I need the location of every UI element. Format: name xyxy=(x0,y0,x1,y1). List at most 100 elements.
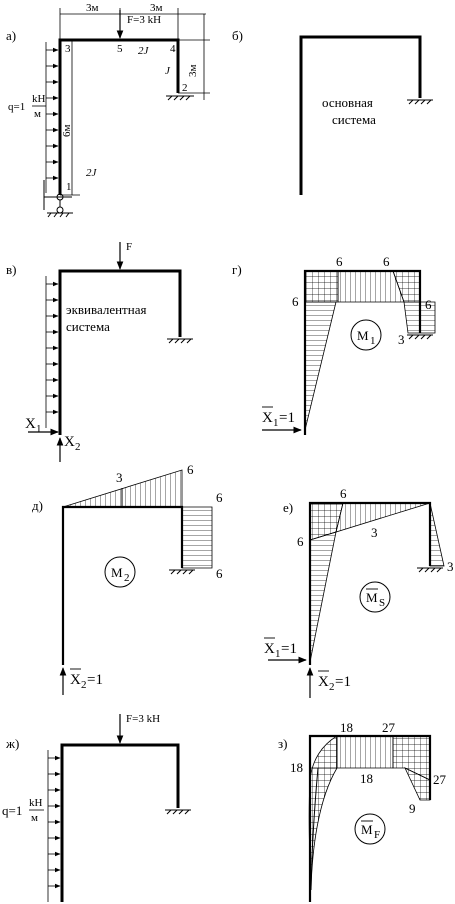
m1-load-sub: 1 xyxy=(273,417,279,429)
diagram-ms-top-left xyxy=(309,502,344,541)
frame-b xyxy=(299,35,422,195)
node-4: 4 xyxy=(170,43,176,55)
x1-label-v: X xyxy=(25,416,36,432)
support-d xyxy=(169,569,195,575)
force-label-a: F=3 kH xyxy=(127,14,161,26)
panel-g-label: г) xyxy=(232,262,242,277)
label-basic-system-1: основная xyxy=(322,95,373,110)
dim-right-width: 3м xyxy=(150,2,163,14)
diagram-m2-right-column xyxy=(181,506,213,569)
mf-sub: F xyxy=(374,829,380,841)
panel-g: г) 6 6 6 6 3 M 1 X 1 =1 xyxy=(232,254,436,435)
support-e xyxy=(417,567,443,573)
m1-value-top-left: 6 xyxy=(336,254,343,269)
ms-value-left: 6 xyxy=(297,534,304,549)
support-zh xyxy=(165,809,191,815)
diagram-m1-beam xyxy=(337,270,405,303)
support-g xyxy=(407,334,433,340)
distributed-load-zh xyxy=(47,750,61,902)
diagram-mf-beam xyxy=(336,735,394,769)
panel-a: а) 3м 3м 3м 6м F=3 kH xyxy=(6,2,210,218)
mf-value-left: 18 xyxy=(290,760,303,775)
frame-a xyxy=(58,38,180,195)
dim-right-height: 3м xyxy=(187,65,199,78)
diagram-ms-right-column xyxy=(429,502,445,567)
ms-value-mid: 3 xyxy=(371,525,378,540)
m2-sub: 2 xyxy=(124,572,130,584)
x1-sub-v: 1 xyxy=(36,423,42,435)
stiffness-beam: 2J xyxy=(138,45,150,57)
node-1: 1 xyxy=(66,181,72,193)
support-b xyxy=(407,99,433,105)
ms-load1-value: =1 xyxy=(281,641,297,657)
panel-zh-label: ж) xyxy=(5,736,19,751)
panel-a-label: а) xyxy=(6,28,16,43)
m1-load-value: =1 xyxy=(279,410,295,426)
x2-sub-v: 2 xyxy=(75,441,81,453)
panel-z: з) 18 18 27 18 27 9 M F xyxy=(278,720,447,902)
panel-b-label: б) xyxy=(232,28,243,43)
ms-name: M xyxy=(366,590,378,605)
mf-value-right: 27 xyxy=(433,772,447,787)
ms-value-top: 6 xyxy=(340,486,347,501)
ms-load2-label: X xyxy=(318,674,329,690)
m1-value-bottom: 3 xyxy=(398,332,405,347)
label-equivalent-system-1: эквивалентная xyxy=(66,302,146,317)
m2-name: M xyxy=(111,565,123,580)
ms-sub: S xyxy=(379,597,385,609)
panel-zh: ж) F=3 kH q=1 kH м xyxy=(2,713,191,902)
m2-value-right-top: 6 xyxy=(216,490,223,505)
m1-load-label: X xyxy=(262,410,273,426)
force-label-zh: F=3 kH xyxy=(126,713,160,725)
panel-z-label: з) xyxy=(278,736,287,751)
panel-b: б) основная система xyxy=(232,28,433,195)
ms-load2-sub: 2 xyxy=(329,681,335,693)
stiffness-left-column: 2J xyxy=(86,167,98,179)
diagram-m1-left-column xyxy=(304,301,337,431)
m1-name: M xyxy=(357,328,369,343)
m2-value-right-bottom: 6 xyxy=(216,566,223,581)
dim-left-height: 6м xyxy=(61,125,73,138)
panel-v-label: в) xyxy=(6,262,16,277)
m2-value-mid: 3 xyxy=(116,470,123,485)
mf-value-mid: 18 xyxy=(360,771,373,786)
q-label-a: q=1 xyxy=(8,101,25,113)
panel-v: в) F эквивалентная система X 1 X 2 xyxy=(6,241,193,462)
diagram-ms-left-column xyxy=(309,531,337,663)
m2-load-value: =1 xyxy=(87,672,103,688)
q-unit-den-a: м xyxy=(34,108,41,120)
panel-d-label: д) xyxy=(32,498,43,513)
q-label-zh: q=1 xyxy=(2,803,22,818)
force-label-v: F xyxy=(126,241,132,253)
supports-a xyxy=(43,95,194,218)
diagram-mf-left-curve xyxy=(310,767,319,891)
diagram-ms-beam xyxy=(335,502,431,533)
distributed-load-v xyxy=(45,276,59,428)
distributed-load-a xyxy=(45,42,59,193)
mf-name: M xyxy=(361,822,373,837)
frame-v xyxy=(58,269,182,435)
m1-sub: 1 xyxy=(370,335,376,347)
panel-e: е) 6 6 3 3 M S X 1 =1 X 2 =1 xyxy=(264,486,454,698)
m2-value-tip: 6 xyxy=(187,462,194,477)
node-3: 3 xyxy=(65,43,71,55)
m1-value-right: 6 xyxy=(425,297,432,312)
ms-load1-sub: 1 xyxy=(275,648,281,660)
m2-load-sub: 2 xyxy=(81,679,87,691)
support-v xyxy=(167,338,193,344)
dimension-lines-a xyxy=(59,8,210,196)
diagram-m1-top-left xyxy=(304,270,339,303)
frame-z xyxy=(308,734,432,902)
q-unit-num-a: kH xyxy=(32,93,46,105)
m1-value-left: 6 xyxy=(292,294,299,309)
x2-label-v: X xyxy=(64,434,75,450)
frame-g xyxy=(303,269,422,435)
m2-circle xyxy=(104,556,136,588)
ms-circle xyxy=(359,581,391,613)
stiffness-right-column: J xyxy=(165,65,171,77)
mf-value-bottom: 9 xyxy=(409,801,416,816)
m1-value-top-right: 6 xyxy=(383,254,390,269)
ms-load1-label: X xyxy=(264,641,275,657)
m1-circle xyxy=(350,319,382,351)
frame-e xyxy=(308,501,432,665)
